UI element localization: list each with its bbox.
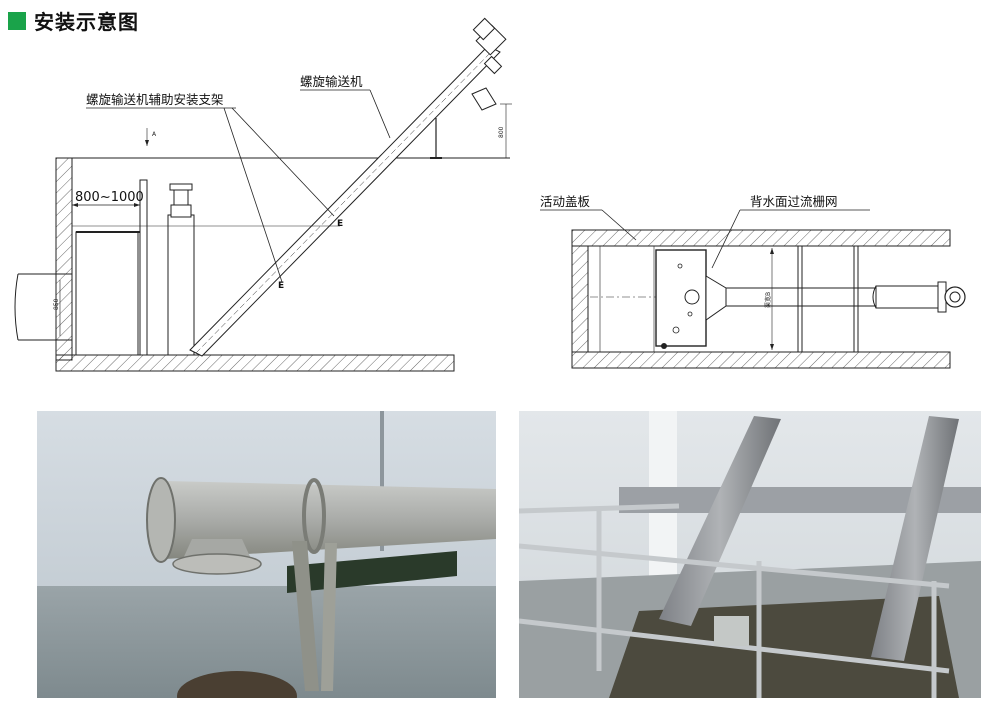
page-title: 安装示意图 [8,6,139,35]
label-cover: 活动盖板 [540,194,591,209]
installation-drawings: 850 800~1000 800 [14,17,966,372]
top-wall [571,229,951,247]
discharge-spout [471,87,497,111]
screen-box [75,231,139,356]
right-top-view: 渠宽B 活动盖板 背水面过流栅网 [540,194,966,369]
vertical-frame [139,179,148,356]
label-screen: 背水面过流栅网 [750,194,838,209]
marker-a: A [152,131,157,138]
bottom-wall [571,351,951,369]
title-text: 安装示意图 [34,10,139,34]
screen-machine [655,249,707,347]
end-wall [571,245,589,353]
channel-floor [55,354,455,372]
photo-pipe [165,481,496,559]
conveyor-motor-icon [472,17,507,75]
photo-conveyor-inlet [37,411,496,698]
dim-height-label: 800 [498,126,505,138]
left-wall [55,157,73,361]
leader-conveyor [369,89,391,139]
marker-e2: E [278,281,284,291]
machine-column [167,214,195,356]
dim-channel-label: 850 [53,298,60,310]
marker-e1: E [337,219,343,229]
leader-support-1 [223,107,283,283]
label-support: 螺旋输送机辅助安装支架 [86,92,224,107]
drive-motor-icon [937,281,966,313]
leader-cover [601,209,637,241]
inlet-pipe [18,273,72,341]
dim-width-label: 800~1000 [75,190,144,205]
photo-conveyor-installation [519,411,981,698]
cover-plate [599,245,655,353]
title-square-icon [8,11,26,30]
label-conveyor: 螺旋输送机 [300,74,363,89]
leader-support-2 [231,107,335,217]
leader-screen [711,209,741,269]
photo-inclined-pipe-right [871,416,959,661]
dim-channel-width: 渠宽B [764,292,772,308]
left-side-view: 850 800~1000 800 [14,17,512,372]
photo-inclined-pipe-left [659,416,781,626]
